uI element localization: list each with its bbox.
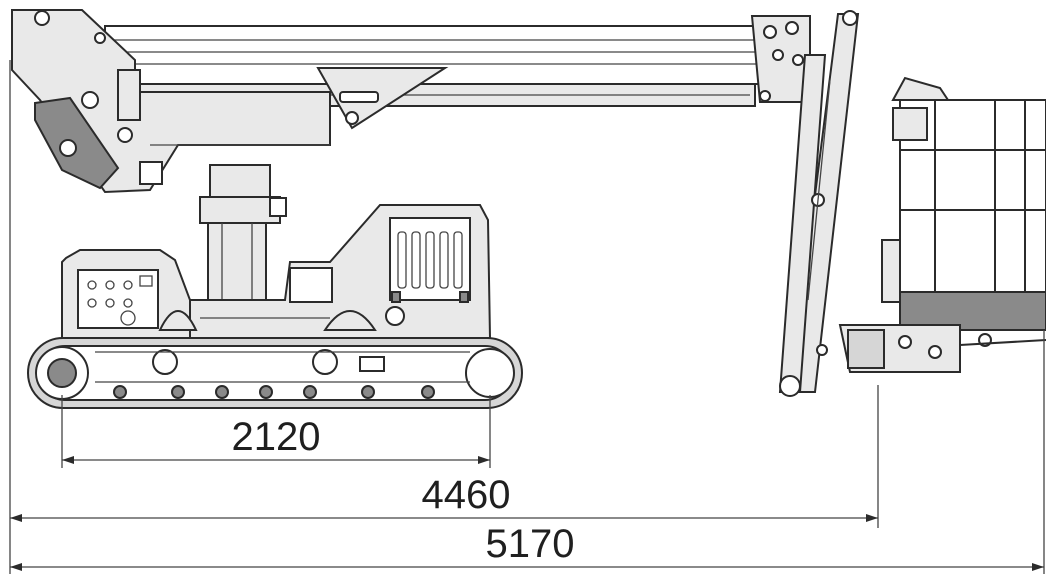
dimension-lines (9, 60, 1045, 574)
crawler-track (27, 337, 523, 409)
machine-length-label: 4460 (422, 473, 511, 517)
jib-arm (778, 10, 860, 397)
slewing-column (199, 164, 287, 304)
track-length-label: 2120 (232, 415, 321, 459)
work-platform-basket (838, 76, 1046, 373)
chassis-body (61, 204, 492, 339)
boom-head-joint (750, 15, 811, 103)
overall-length-label: 5170 (486, 522, 575, 566)
boom-root-turret (11, 9, 331, 194)
